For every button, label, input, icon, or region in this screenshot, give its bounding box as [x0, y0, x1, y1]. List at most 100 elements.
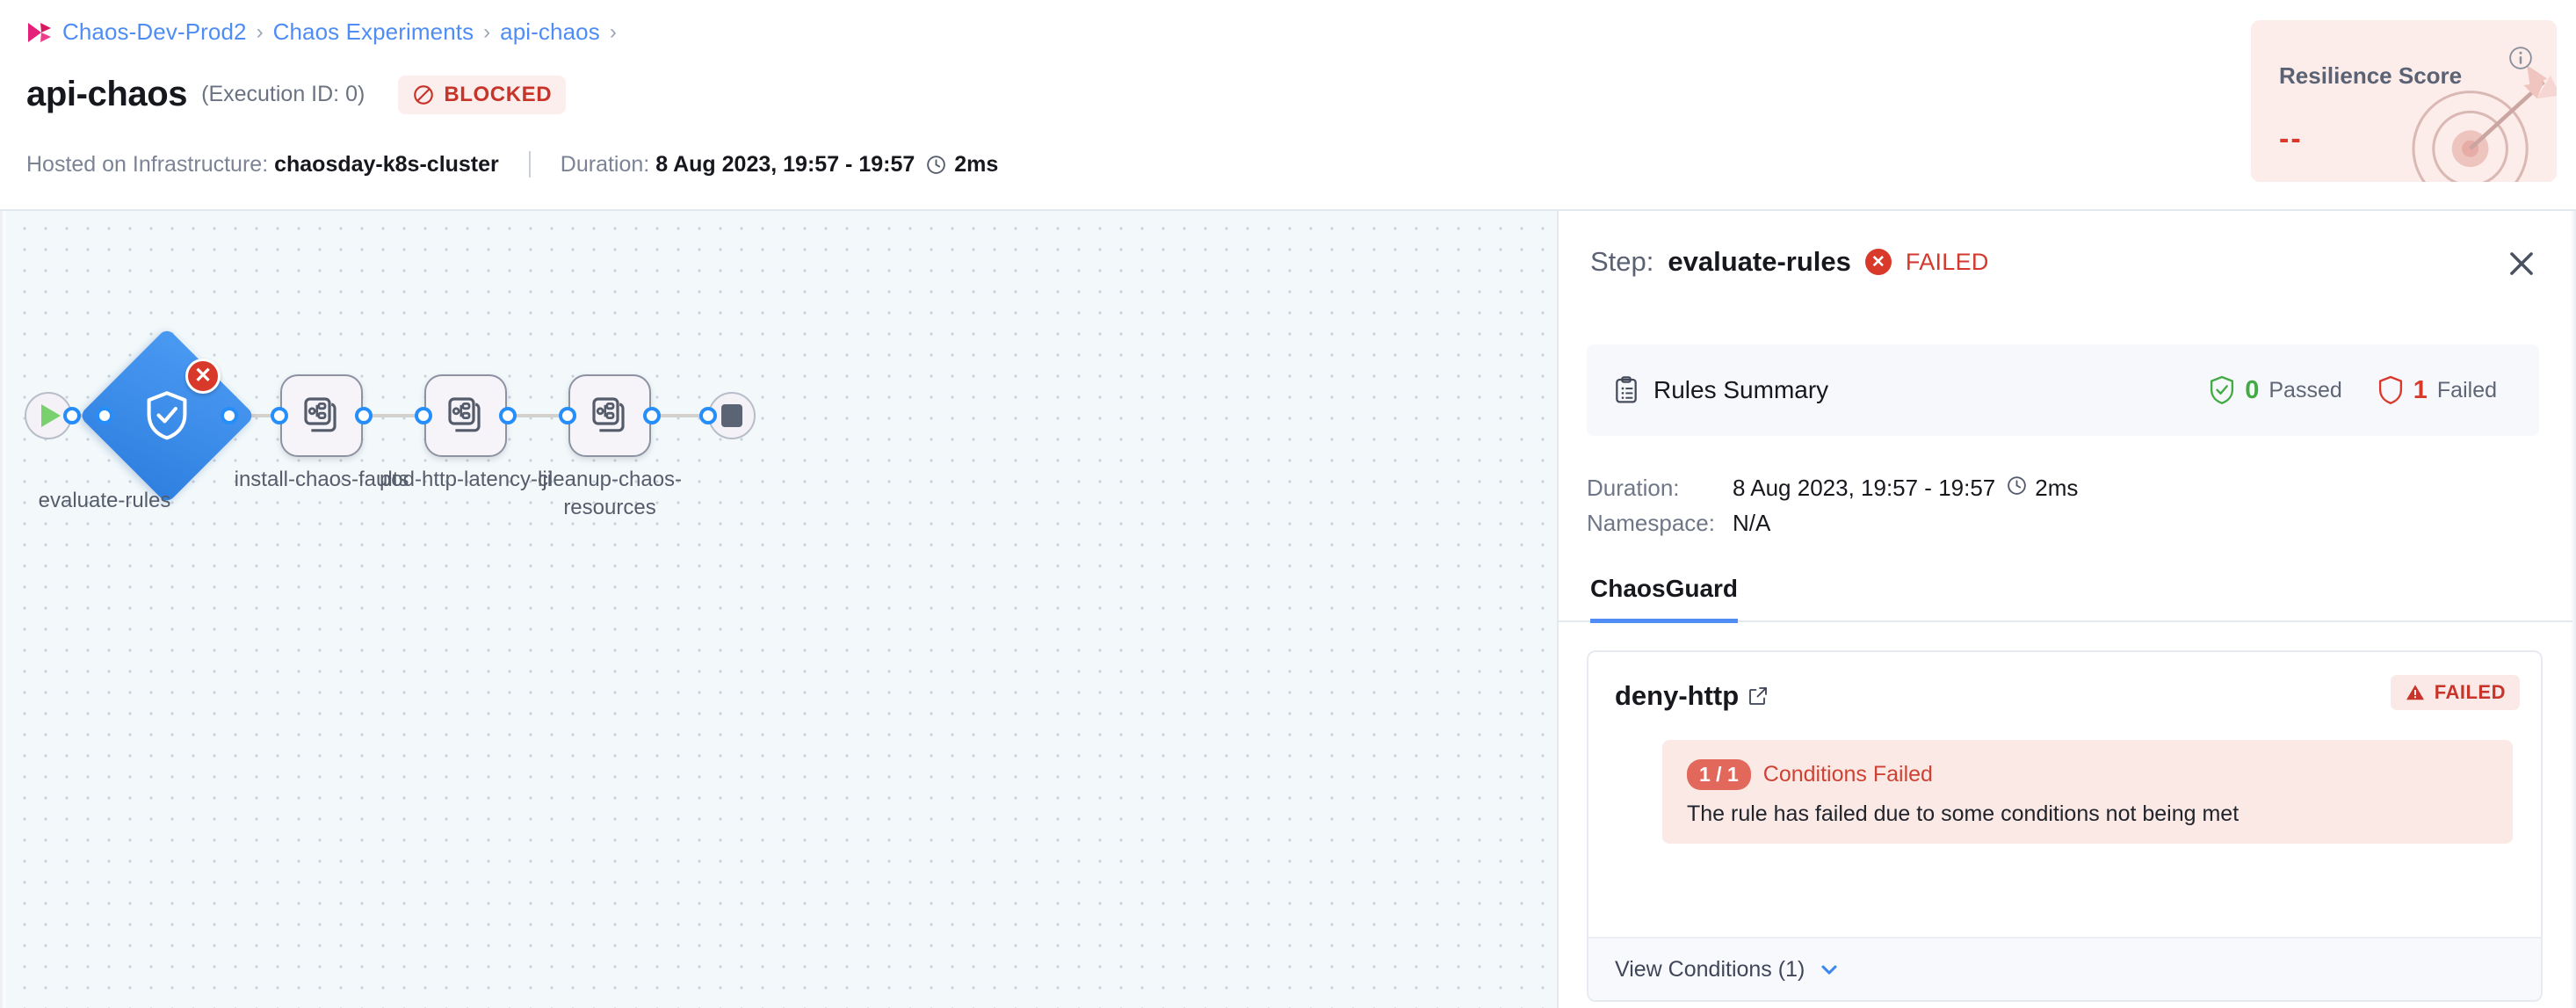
start-node[interactable] — [25, 392, 81, 439]
breadcrumb-item-project[interactable]: Chaos-Dev-Prod2 — [62, 18, 247, 45]
evaluate-rules-output-port[interactable] — [221, 407, 238, 424]
conditions-failed-alert: 1 / 1 Conditions Failed The rule has fai… — [1662, 740, 2513, 844]
chaos-fault-icon — [304, 397, 336, 432]
prohibited-icon — [414, 84, 434, 105]
rule-card-header: deny-http — [1615, 680, 1769, 712]
info-circle-icon[interactable] — [2507, 45, 2534, 71]
end-node[interactable] — [699, 392, 756, 439]
install-chaos-faults-box — [280, 374, 363, 457]
pod-http-latency-input-port[interactable] — [415, 407, 432, 424]
window-left-edge — [0, 0, 5, 1008]
rules-failed-label: Failed — [2436, 377, 2497, 402]
panel-step-prefix: Step: — [1590, 246, 1654, 277]
start-node-output-port[interactable] — [63, 407, 81, 424]
view-conditions-label: View Conditions (1) — [1615, 956, 1805, 982]
stop-icon — [721, 404, 742, 427]
pipeline-canvas[interactable]: ✕ evaluate-rules install-chaos — [5, 211, 1557, 1008]
clock-icon — [2008, 476, 2027, 495]
harness-logo-icon — [28, 22, 51, 42]
shield-check-icon — [105, 353, 229, 478]
breadcrumb-item-api-chaos[interactable]: api-chaos — [500, 18, 600, 45]
rules-summary-title: Rules Summary — [1653, 376, 1829, 403]
node-install-chaos-faults[interactable]: install-chaos-faults — [235, 374, 409, 491]
end-node-input-port[interactable] — [699, 407, 717, 424]
install-chaos-faults-input-port[interactable] — [271, 407, 288, 424]
rules-passed-count: 0 — [2245, 375, 2260, 404]
meta-divider — [528, 151, 531, 178]
pod-http-latency-box — [424, 374, 507, 457]
resilience-score-card: Resilience Score -- — [2251, 20, 2557, 182]
window-right-edge — [2571, 0, 2576, 1008]
target-dartboard-icon — [2412, 65, 2557, 182]
edge-install-to-pod — [341, 414, 427, 417]
rules-failed-stat: 1 Failed — [2377, 375, 2497, 405]
page-header: Chaos-Dev-Prod2 › Chaos Experiments › ap… — [0, 0, 2576, 209]
step-details-panel: Step: evaluate-rules ✕ FAILED Rules Summ — [1557, 211, 2572, 1008]
chaos-fault-icon — [592, 397, 625, 432]
edge-pod-to-cleanup — [485, 414, 569, 417]
panel-duration-key: Duration: — [1587, 475, 1680, 501]
panel-header: Step: evaluate-rules ✕ FAILED — [1590, 246, 1989, 278]
rules-passed-stat: 0 Passed — [2209, 375, 2342, 405]
chaos-fault-icon — [448, 397, 481, 432]
duration-label: Duration: — [560, 151, 650, 177]
node-label: install-chaos-faults — [234, 468, 409, 491]
cleanup-chaos-resources-output-port[interactable] — [643, 407, 661, 424]
resilience-score-title: Resilience Score — [2279, 62, 2463, 89]
rules-passed-label: Passed — [2268, 377, 2342, 402]
resilience-score-value: -- — [2279, 122, 2303, 156]
breadcrumb-separator-trailing: › — [609, 19, 617, 44]
infra-label: Hosted on Infrastructure: — [26, 151, 269, 177]
breadcrumb-item-chaos-experiments[interactable]: Chaos Experiments — [272, 18, 474, 45]
panel-step-name: evaluate-rules — [1668, 246, 1851, 277]
evaluate-rules-input-port[interactable] — [96, 407, 113, 424]
evaluate-rules-shape: ✕ — [78, 327, 256, 504]
node-pod-http-latency-lji[interactable]: pod-http-latency-lji — [380, 374, 552, 491]
play-icon — [40, 404, 61, 427]
rules-summary-heading: Rules Summary — [1613, 376, 1828, 404]
panel-duration-value: 8 Aug 2023, 19:57 - 19:57 — [1733, 475, 1996, 501]
conditions-failed-title: Conditions Failed — [1762, 762, 1933, 787]
tab-chaosguard[interactable]: ChaosGuard — [1590, 575, 1739, 623]
clock-icon — [927, 155, 946, 174]
conditions-failed-description: The rule has failed due to some conditio… — [1687, 801, 2240, 826]
header-divider — [0, 209, 2576, 211]
chevron-down-icon — [1821, 965, 1837, 975]
status-badge-blocked: BLOCKED — [398, 75, 567, 114]
rule-status-badge: FAILED — [2390, 675, 2520, 710]
title-row: api-chaos (Execution ID: 0) BLOCKED — [26, 75, 567, 114]
node-label: pod-http-latency-lji — [379, 468, 553, 491]
rules-summary-card: Rules Summary 0 Passed 1 Failed — [1587, 344, 2539, 436]
edge-cleanup-to-end — [629, 414, 713, 417]
pod-http-latency-output-port[interactable] — [499, 407, 517, 424]
rules-failed-count: 1 — [2413, 375, 2428, 404]
execution-id: (Execution ID: 0) — [201, 82, 365, 106]
panel-duration-row: Duration: 8 Aug 2023, 19:57 - 19:57 2ms — [1587, 475, 2078, 502]
page-title: api-chaos — [26, 75, 188, 113]
node-label: evaluate-rules — [38, 489, 171, 512]
close-icon[interactable] — [2502, 244, 2541, 283]
rule-name[interactable]: deny-http — [1615, 680, 1740, 711]
clipboard-icon — [1616, 376, 1637, 403]
status-badge-label: BLOCKED — [444, 82, 553, 106]
shield-outline-icon — [2378, 375, 2402, 404]
infra-value: chaosday-k8s-cluster — [274, 151, 499, 177]
external-link-icon[interactable] — [1747, 685, 1769, 707]
view-conditions-toggle[interactable]: View Conditions (1) — [1615, 957, 1842, 983]
duration-time: 2ms — [954, 151, 999, 177]
panel-namespace-key: Namespace: — [1587, 510, 1715, 536]
cleanup-chaos-resources-input-port[interactable] — [559, 407, 576, 424]
panel-duration-time: 2ms — [2035, 475, 2079, 501]
cleanup-chaos-resources-box — [568, 374, 651, 457]
panel-status-label: FAILED — [1905, 248, 1989, 275]
error-badge-glyph: ✕ — [193, 364, 213, 388]
node-cleanup-chaos-resources[interactable]: cleanup-chaos-resources — [538, 374, 682, 519]
rules-summary-stats: 0 Passed 1 Failed — [2209, 375, 2497, 405]
install-chaos-faults-output-port[interactable] — [355, 407, 373, 424]
panel-namespace-value: N/A — [1733, 510, 1771, 536]
rule-card-deny-http: deny-http FAILED 1 / 1 Condition — [1587, 650, 2543, 1002]
panel-namespace-row: Namespace: N/A — [1587, 510, 1770, 537]
shield-check-icon — [2211, 375, 2234, 404]
breadcrumb: Chaos-Dev-Prod2 › Chaos Experiments › ap… — [26, 18, 617, 46]
